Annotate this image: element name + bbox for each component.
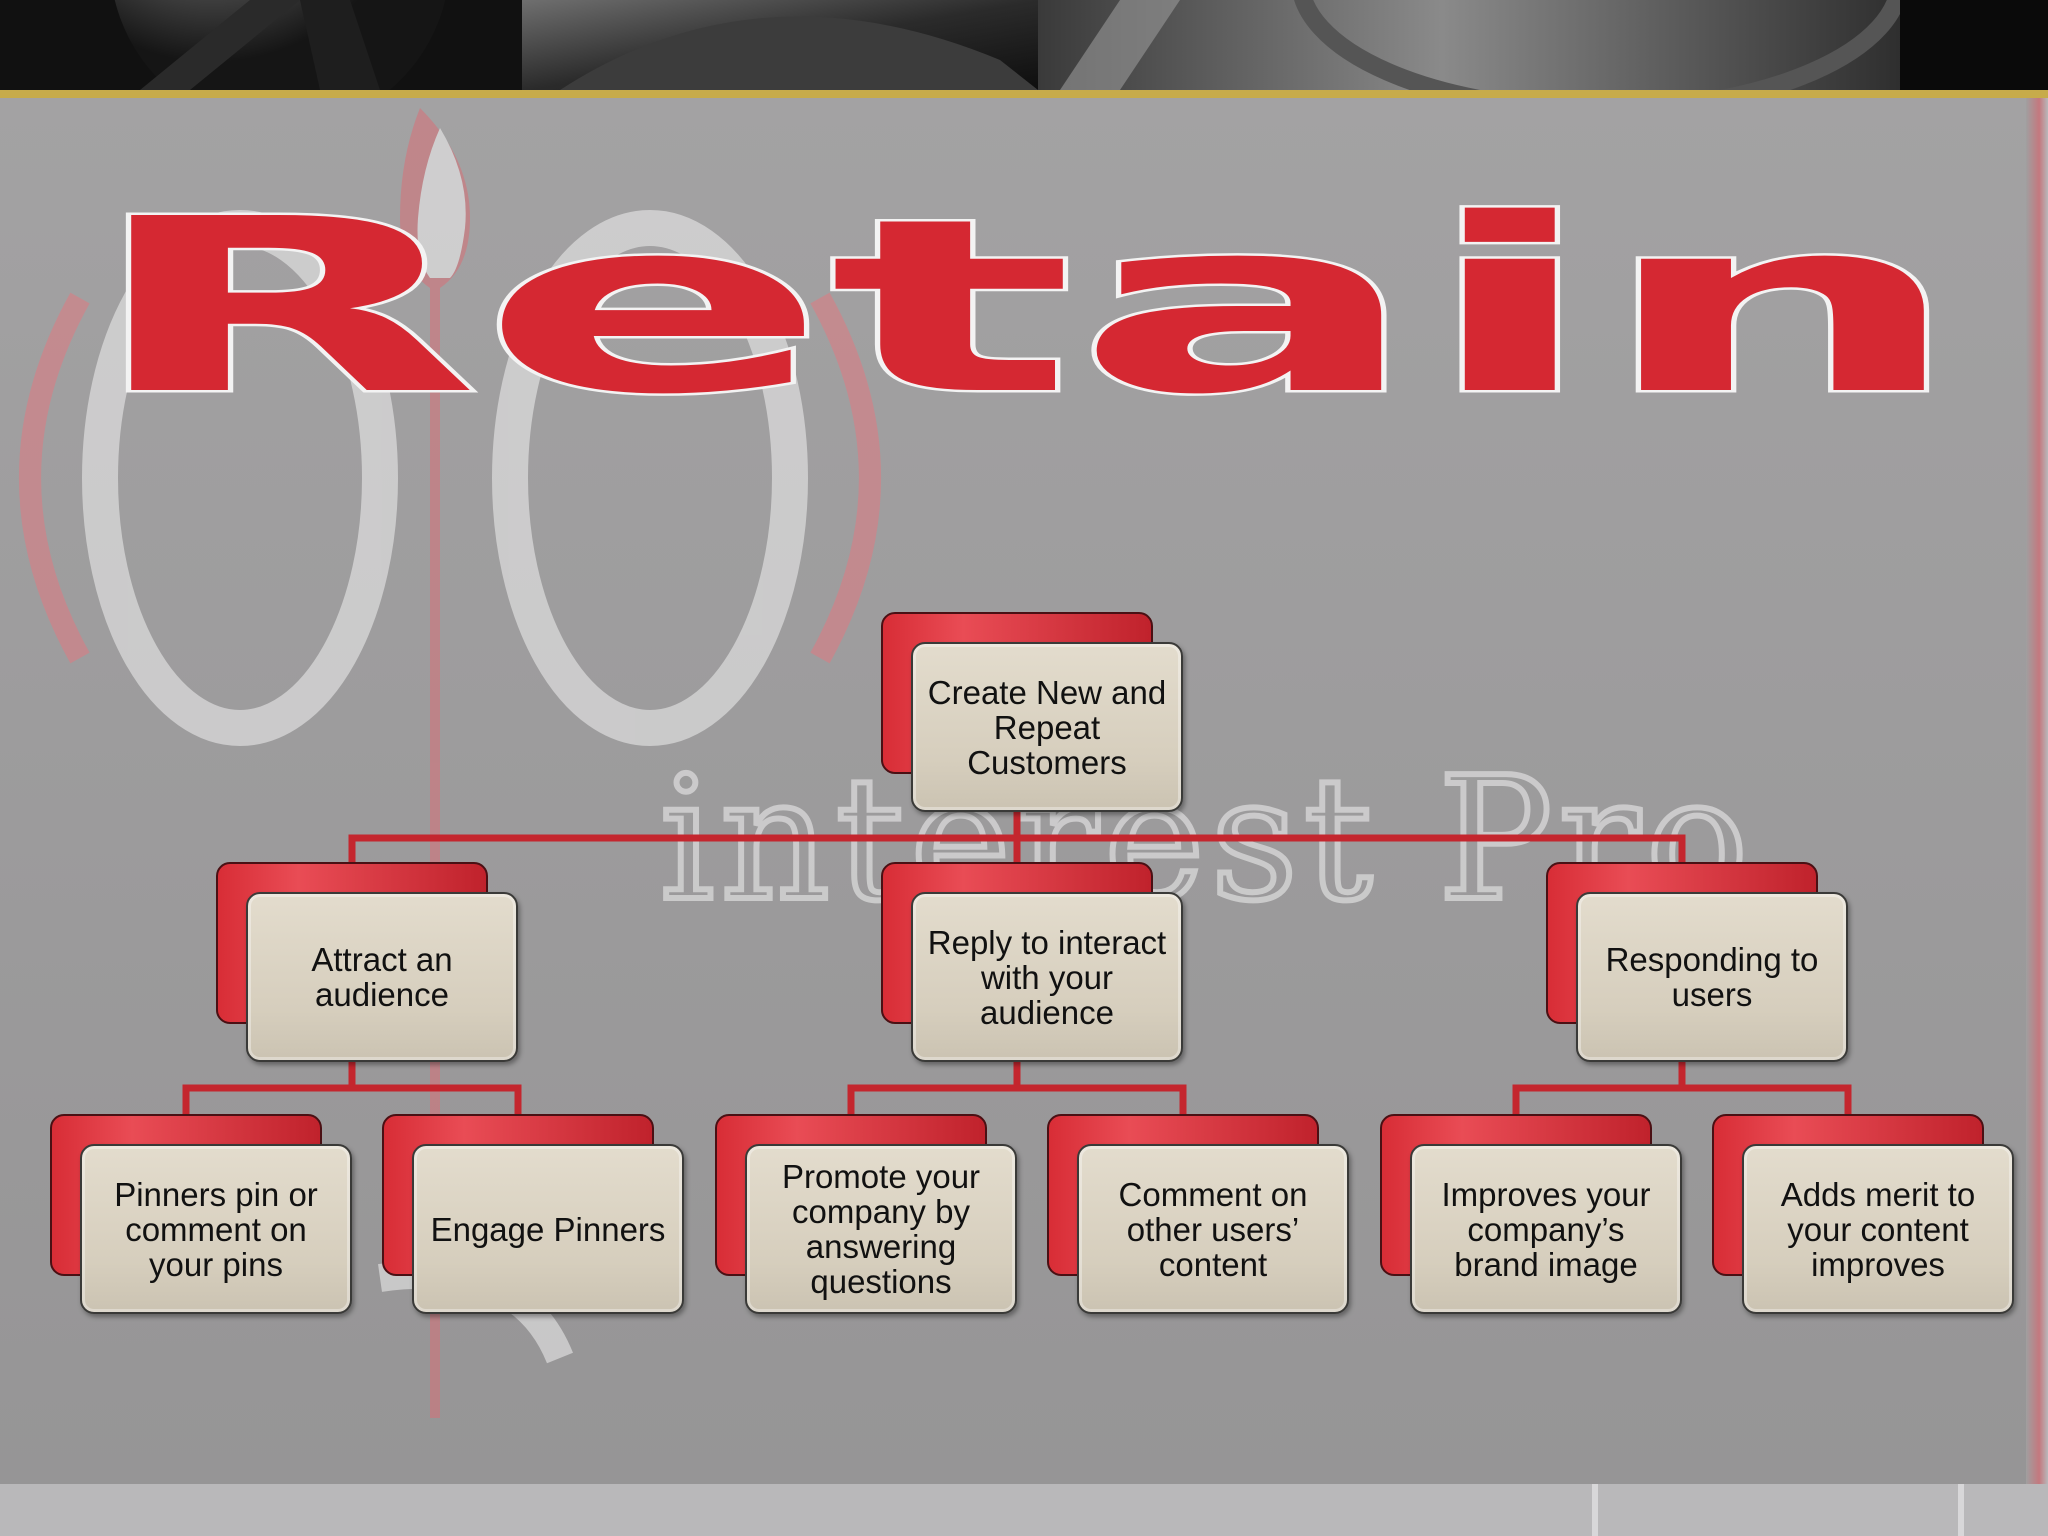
leaf-node-card: Promote your company by answering questi… xyxy=(745,1144,1017,1314)
leaf-node-label: Improves your company’s brand image xyxy=(1441,1175,1651,1283)
branch-node-card: Reply to interact with your audience xyxy=(911,892,1183,1062)
branch-node-card: Attract an audience xyxy=(246,892,518,1062)
leaf-node-card: Improves your company’s brand image xyxy=(1410,1144,1682,1314)
leaf-node-card: Adds merit to your content improves xyxy=(1742,1144,2014,1314)
footer-divider xyxy=(1592,1484,1598,1536)
leaf-node-card: Engage Pinners xyxy=(412,1144,684,1314)
wheel-photo-strip xyxy=(0,0,2048,90)
leaf-node-label: Engage Pinners xyxy=(430,1210,666,1248)
header-photo-banner xyxy=(0,0,2048,90)
root-node-card: Create New and Repeat Customers xyxy=(911,642,1183,812)
branch-node-label: Reply to interact with your audience xyxy=(927,923,1167,1031)
branch-node-card: Responding to users xyxy=(1576,892,1848,1062)
leaf-node-label: Adds merit to your content improves xyxy=(1780,1175,1976,1283)
leaf-node-card: Pinners pin or comment on your pins xyxy=(80,1144,352,1314)
branch-node-label: Responding to users xyxy=(1605,941,1819,1013)
slide-title: Retain xyxy=(82,200,1967,440)
leaf-node-card: Comment on other users’ content xyxy=(1077,1144,1349,1314)
gold-divider-line xyxy=(0,90,2048,98)
right-edge-accent xyxy=(2026,98,2048,1484)
slide-footer-bar xyxy=(0,1484,2048,1536)
leaf-node-label: Comment on other users’ content xyxy=(1118,1175,1308,1283)
root-node-label: Create New and Repeat Customers xyxy=(927,673,1167,781)
title-text: Retain xyxy=(84,200,1964,440)
footer-divider xyxy=(1958,1484,1964,1536)
branch-node-label: Attract an audience xyxy=(311,941,453,1013)
leaf-node-label: Promote your company by answering questi… xyxy=(781,1158,981,1300)
leaf-node-label: Pinners pin or comment on your pins xyxy=(114,1175,318,1283)
